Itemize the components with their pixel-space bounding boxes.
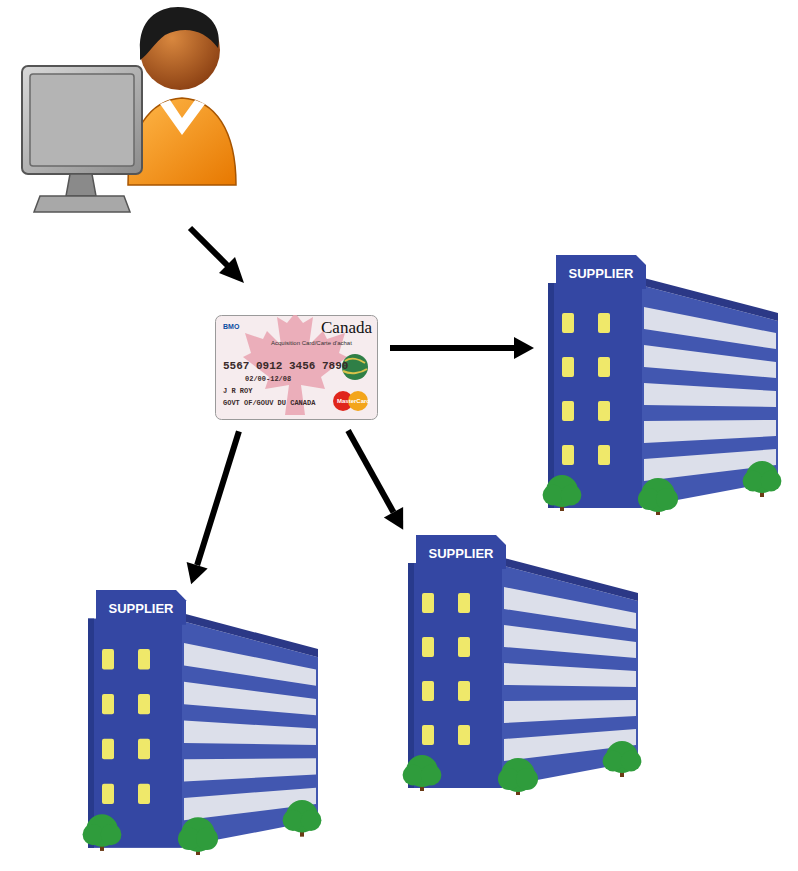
arrow-line (390, 345, 514, 351)
card-text: 02/00-12/08 (245, 376, 291, 384)
card-text: 5567 0912 3456 7890 (223, 360, 348, 372)
building-sign: SUPPLIER (556, 267, 646, 281)
flow-arrow (187, 431, 239, 584)
supplier-building: SUPPLIER (80, 590, 325, 855)
card-text: J R ROY (223, 388, 252, 396)
arrow-head (187, 562, 208, 584)
supplier-building: SUPPLIER (540, 255, 785, 515)
arrow-head (384, 507, 403, 530)
card-text: BMO (223, 323, 239, 331)
card-text: Acquisition Card/Carte d'achat (271, 340, 352, 347)
card-text: Canada (321, 319, 372, 338)
card-text: MasterCard (337, 398, 370, 405)
arrow-head (514, 337, 534, 359)
building (80, 590, 325, 855)
supplier-building: SUPPLIER (400, 535, 645, 795)
arrow-line (197, 431, 239, 565)
building (540, 255, 785, 515)
building-sign: SUPPLIER (96, 602, 186, 616)
building-sign: SUPPLIER (416, 547, 506, 561)
person-at-computer (22, 7, 236, 212)
flow-arrow (390, 337, 534, 359)
building (400, 535, 645, 795)
arrow-line (348, 430, 393, 512)
flow-arrow (348, 430, 403, 529)
flow-arrow (190, 228, 244, 283)
card-text: GOVT OF/GOUV DU CANADA (223, 400, 315, 408)
acquisition-card: BMO CanadaAcquisition Card/Carte d'achat 5… (215, 315, 378, 420)
